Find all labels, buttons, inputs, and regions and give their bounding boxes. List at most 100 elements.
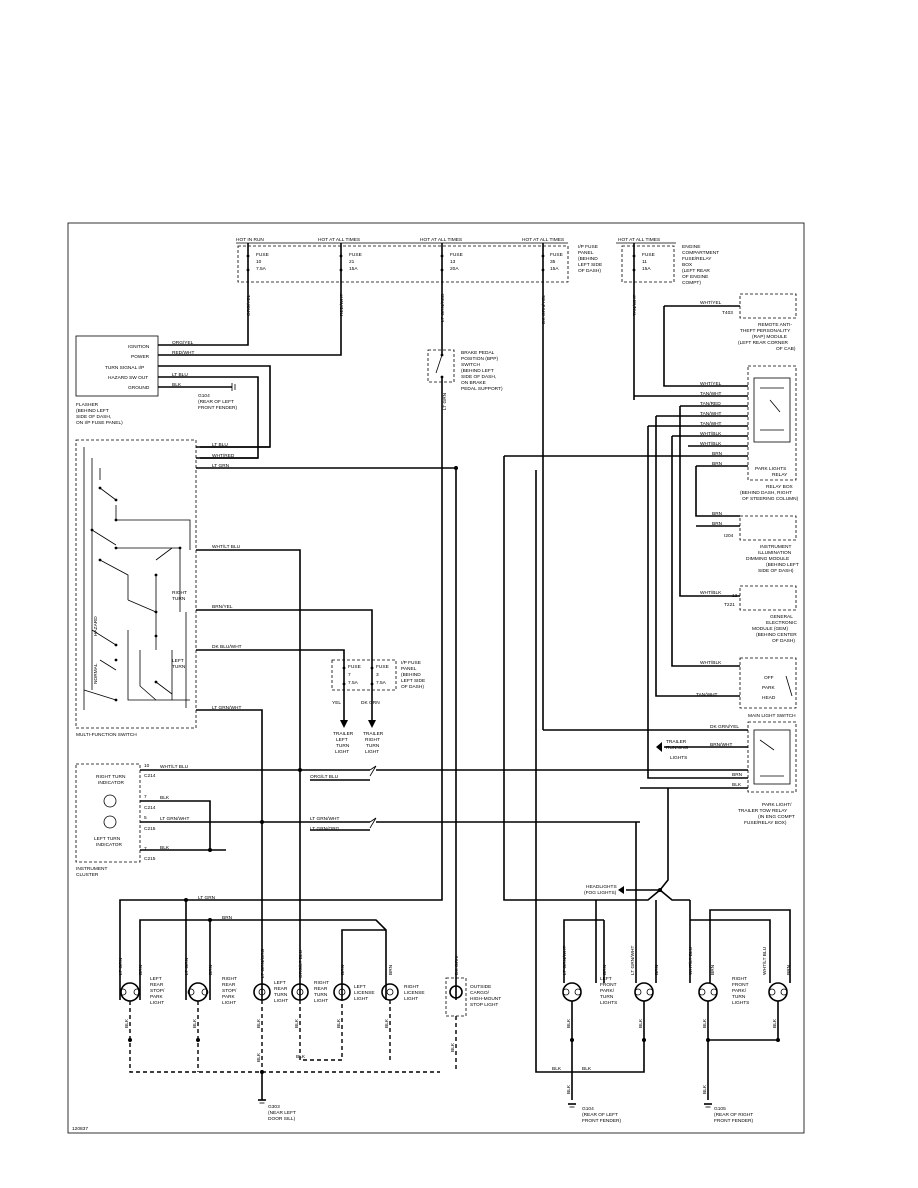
svg-text:TAN/WHT: TAN/WHT <box>700 391 722 397</box>
svg-text:DK GRN: DK GRN <box>361 700 380 706</box>
svg-text:DK GRN/YEL: DK GRN/YEL <box>710 724 739 730</box>
svg-text:BRN: BRN <box>710 964 716 975</box>
left-rear-turn-light: LEFT REAR TURN LIGHT <box>253 980 288 1004</box>
svg-text:TURN: TURN <box>172 596 186 602</box>
ground-g104-flasher: G104 (REAR OF LEFT FRONT FENDER) <box>198 383 237 411</box>
svg-text:ELECTRONIC: ELECTRONIC <box>766 620 797 626</box>
svg-text:35: 35 <box>550 259 556 265</box>
svg-text:FUSE: FUSE <box>348 664 361 670</box>
svg-text:FUSE: FUSE <box>376 664 389 670</box>
ip-fuse-panel: HOT IN RUN HOT AT ALL TIMES HOT AT ALL T… <box>236 237 602 730</box>
svg-text:10: 10 <box>256 259 262 265</box>
svg-text:TURN: TURN <box>314 992 328 998</box>
svg-text:LIGHT: LIGHT <box>404 996 418 1002</box>
fuse-10: FUSE 10 7.5A <box>246 243 269 325</box>
svg-text:I/P FUSE: I/P FUSE <box>401 660 421 666</box>
svg-text:RIGHT: RIGHT <box>222 976 237 982</box>
svg-text:HOT IN RUN: HOT IN RUN <box>236 237 264 243</box>
svg-text:(REAR OF RIGHT: (REAR OF RIGHT <box>714 1112 753 1118</box>
svg-text:(NEAR LEFT: (NEAR LEFT <box>268 1110 296 1116</box>
svg-text:TAN/WHT: TAN/WHT <box>632 294 638 316</box>
svg-text:OFF: OFF <box>764 675 774 681</box>
svg-text:WHT/LT BLU: WHT/LT BLU <box>160 764 189 770</box>
svg-text:ON BRAKE: ON BRAKE <box>461 380 486 386</box>
svg-text:BRN: BRN <box>786 964 792 975</box>
svg-text:FRONT FENDER): FRONT FENDER) <box>714 1118 753 1124</box>
svg-text:G105: G105 <box>714 1106 726 1112</box>
svg-text:(RAP) MODULE: (RAP) MODULE <box>752 334 787 340</box>
svg-text:PARK/: PARK/ <box>732 988 747 994</box>
svg-text:ORG/LT BLU: ORG/LT BLU <box>298 949 304 978</box>
svg-text:OF CAB): OF CAB) <box>776 346 796 352</box>
svg-text:BLK: BLK <box>566 1084 572 1094</box>
svg-text:BRN: BRN <box>654 964 660 975</box>
svg-text:(BEHIND LEFT: (BEHIND LEFT <box>766 562 799 568</box>
svg-text:TRAILER TOW RELAY: TRAILER TOW RELAY <box>738 808 788 814</box>
svg-text:FUSE: FUSE <box>349 252 362 258</box>
svg-text:CARGO/: CARGO/ <box>470 990 490 996</box>
svg-text:TRAILER: TRAILER <box>333 731 354 737</box>
svg-text:RIGHT: RIGHT <box>732 976 747 982</box>
svg-text:STOP LIGHT: STOP LIGHT <box>470 1002 498 1008</box>
relay-box: PARK LIGHTS RELAY RELAY BOX (BEHIND DASH… <box>740 365 799 502</box>
svg-text:REAR: REAR <box>314 986 328 992</box>
svg-text:PARK/: PARK/ <box>600 988 615 994</box>
svg-text:ORG/YEL: ORG/YEL <box>172 340 194 346</box>
svg-text:LEFT SIDE: LEFT SIDE <box>578 262 602 268</box>
svg-text:ORG/YEL: ORG/YEL <box>246 294 252 316</box>
svg-text:BRN/YEL: BRN/YEL <box>212 604 233 610</box>
svg-text:OF DASH): OF DASH) <box>578 268 601 274</box>
svg-text:CLUSTER: CLUSTER <box>76 872 99 878</box>
svg-text:TRAILER: TRAILER <box>363 731 384 737</box>
svg-text:DIMMING MODULE: DIMMING MODULE <box>746 556 789 562</box>
svg-text:TAN/WHT: TAN/WHT <box>700 421 722 427</box>
svg-text:FRONT FENDER): FRONT FENDER) <box>198 405 237 411</box>
main-light-switch: OFF PARK HEAD MAIN LIGHT SWITCH <box>739 657 797 719</box>
svg-text:TURN: TURN <box>732 994 746 1000</box>
svg-text:OF DASH): OF DASH) <box>401 684 424 690</box>
svg-text:MULTI-FUNCTION SWITCH: MULTI-FUNCTION SWITCH <box>76 732 137 738</box>
svg-text:I/P FUSE: I/P FUSE <box>578 244 598 250</box>
svg-text:BLK: BLK <box>772 1018 778 1028</box>
right-rear-turn-light: RIGHT REAR TURN LIGHT <box>291 980 329 1004</box>
svg-text:FUSE: FUSE <box>550 252 563 258</box>
svg-text:LT GRN/WHT: LT GRN/WHT <box>630 946 636 975</box>
svg-text:BLK: BLK <box>160 845 170 851</box>
svg-text:(BEHIND: (BEHIND <box>401 672 421 678</box>
svg-text:DOOR SILL): DOOR SILL) <box>268 1116 296 1122</box>
svg-text:LT GRN: LT GRN <box>198 895 216 901</box>
svg-text:STOP/: STOP/ <box>150 988 165 994</box>
svg-text:LT GRN/WHT: LT GRN/WHT <box>160 816 189 822</box>
svg-text:ORG/LT BLU: ORG/LT BLU <box>310 774 339 780</box>
instrument-cluster: RIGHT TURN INDICATOR LEFT TURN INDICATOR… <box>75 763 156 878</box>
svg-text:HIGH-MOUNT: HIGH-MOUNT <box>470 996 501 1002</box>
svg-text:OF ENGINE: OF ENGINE <box>682 274 708 280</box>
svg-text:C215: C215 <box>144 856 156 862</box>
svg-text:YEL: YEL <box>332 700 341 706</box>
svg-text:TAN/WHT: TAN/WHT <box>700 411 722 417</box>
svg-text:BLK: BLK <box>566 1018 572 1028</box>
svg-text:BLK: BLK <box>582 1066 592 1072</box>
svg-text:7: 7 <box>144 846 147 852</box>
svg-text:BLK: BLK <box>552 1066 562 1072</box>
svg-text:FRONT: FRONT <box>732 982 749 988</box>
svg-text:(REAR OF LEFT: (REAR OF LEFT <box>198 399 234 405</box>
svg-text:COMPT): COMPT) <box>682 280 701 286</box>
svg-text:13: 13 <box>450 259 456 265</box>
svg-text:20A: 20A <box>450 266 459 272</box>
svg-text:LEFT: LEFT <box>354 984 366 990</box>
svg-text:PANEL: PANEL <box>578 250 594 256</box>
svg-text:RIGHT: RIGHT <box>365 737 380 743</box>
diagram-border <box>67 222 805 1134</box>
svg-text:BRN: BRN <box>388 964 394 975</box>
svg-text:BRN/WHT: BRN/WHT <box>710 742 732 748</box>
svg-text:(BEHIND: (BEHIND <box>578 256 598 262</box>
remote-anti-theft-module: REMOTE ANTI- THEFT PERSONALITY (RAP) MOD… <box>738 293 797 352</box>
svg-text:21: 21 <box>349 259 355 265</box>
svg-text:LEFT: LEFT <box>600 976 612 982</box>
svg-text:BRN: BRN <box>712 521 723 527</box>
svg-text:LIGHTS: LIGHTS <box>600 1000 617 1006</box>
svg-text:C214: C214 <box>144 773 156 779</box>
svg-text:FUSE: FUSE <box>642 252 655 258</box>
